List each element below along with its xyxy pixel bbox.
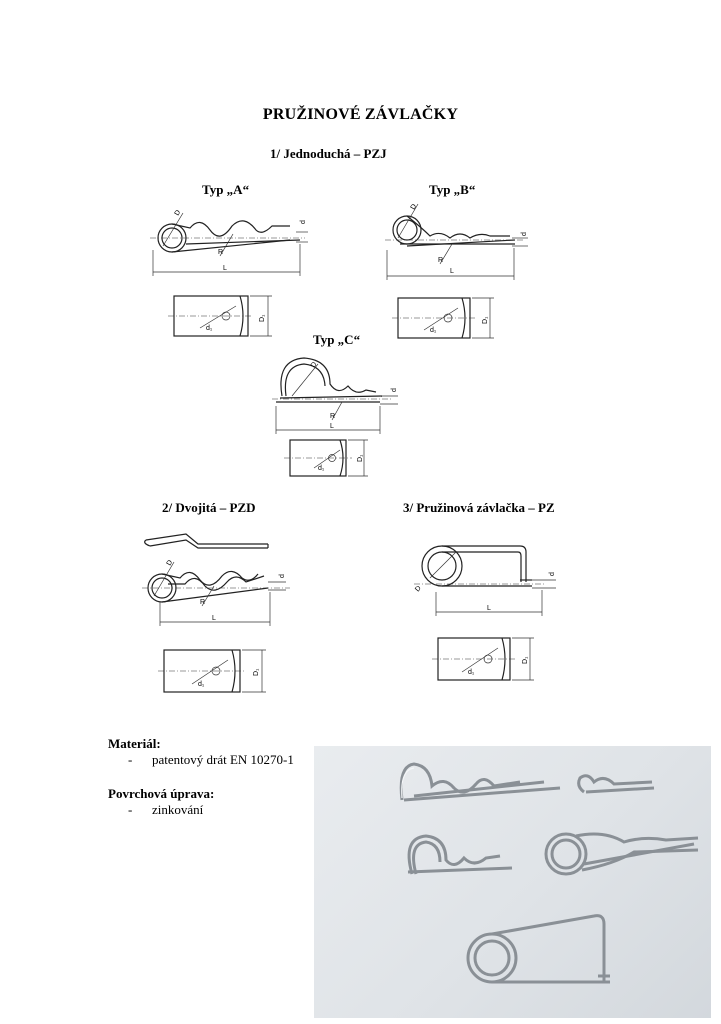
type-a-pin-drawing: D R L d	[150, 209, 308, 276]
dim-d-label-pzd: d	[279, 574, 286, 578]
dim-d-label-b: d	[521, 232, 528, 236]
dim-D-label: D	[174, 209, 183, 217]
dim-L-label-pz: L	[487, 605, 491, 612]
photo-pin-small	[577, 774, 655, 794]
surface-bullet: -	[128, 802, 133, 817]
dim-L-label-c: L	[330, 423, 334, 430]
page-title: PRUŽINOVÉ ZÁVLAČKY	[262, 106, 459, 123]
dim-D1-label-b: D₁	[482, 316, 489, 324]
dim-D-label-pz: D	[414, 585, 423, 593]
dim-L-label: L	[223, 265, 227, 272]
dim-d-label-pz: d	[549, 572, 556, 576]
pzd-hole-drawing: d₁ D₁	[158, 649, 266, 693]
photo-pin-large	[399, 762, 561, 802]
dim-R-label-b: R	[438, 257, 443, 264]
pz-hole-drawing: d₁ D₁	[432, 637, 534, 681]
dim-D1-label-pzd: D₁	[253, 668, 260, 676]
section-1-heading: 1/ Jednoduchá – PZJ	[270, 146, 387, 161]
dim-D1-label-c: D₁	[357, 454, 364, 462]
type-b-hole-drawing: d₁ D₁	[392, 297, 494, 339]
pzd-side-view	[144, 533, 269, 549]
photo-pin-pz	[466, 914, 610, 984]
type-b-pin-drawing: D R L d	[385, 203, 528, 280]
product-photo-illustration	[399, 762, 699, 984]
surface-heading: Povrchová úprava:	[108, 786, 215, 801]
dim-D-label-b: D	[410, 203, 419, 211]
material-heading: Materiál:	[108, 736, 161, 751]
pz-pin-drawing: D L d	[414, 545, 556, 616]
pzd-pin-drawing: D R L d	[142, 559, 290, 626]
type-c-hole-drawing: d₁ D₁	[284, 439, 368, 477]
dim-d1-label: d₁	[206, 325, 213, 332]
photo-pin-double	[544, 832, 699, 876]
dim-L-label-pzd: L	[212, 615, 216, 622]
dim-d1-label-c: d₁	[318, 465, 325, 472]
dim-R-label-pzd: R	[200, 599, 205, 606]
dim-D-label-c: D	[310, 361, 319, 369]
material-item: patentový drát EN 10270-1	[152, 752, 294, 767]
photo-pin-type-c	[407, 834, 513, 875]
surface-item: zinkování	[152, 802, 204, 817]
dim-R-label: R	[218, 249, 223, 256]
dim-d-label: d	[300, 220, 307, 224]
material-bullet: -	[128, 752, 133, 767]
type-c-pin-drawing: D R L d	[272, 357, 398, 434]
dim-d1-label-pzd: d₁	[198, 681, 205, 688]
dim-D1-label-pz: D₁	[522, 656, 529, 664]
type-c-label: Typ „C“	[313, 332, 361, 347]
dim-D-label-pzd: D	[166, 559, 175, 567]
section-3-heading: 3/ Pružinová závlačka – PZ	[403, 500, 555, 515]
dim-d-label-c: d	[391, 388, 398, 392]
technical-drawings: D R L d d₁ D₁ D R L	[142, 203, 556, 693]
type-a-label: Typ „A“	[202, 182, 250, 197]
dim-L-label-b: L	[450, 268, 454, 275]
product-photo	[314, 746, 711, 1018]
dim-d1-label-b: d₁	[430, 327, 437, 334]
section-2-heading: 2/ Dvojitá – PZD	[162, 500, 256, 515]
dim-R-label-c: R	[330, 413, 335, 420]
dim-d1-label-pz: d₁	[468, 669, 475, 676]
type-b-label: Typ „B“	[429, 182, 476, 197]
type-a-hole-drawing: d₁ D₁	[168, 295, 272, 337]
dim-D1-label: D₁	[259, 314, 266, 322]
